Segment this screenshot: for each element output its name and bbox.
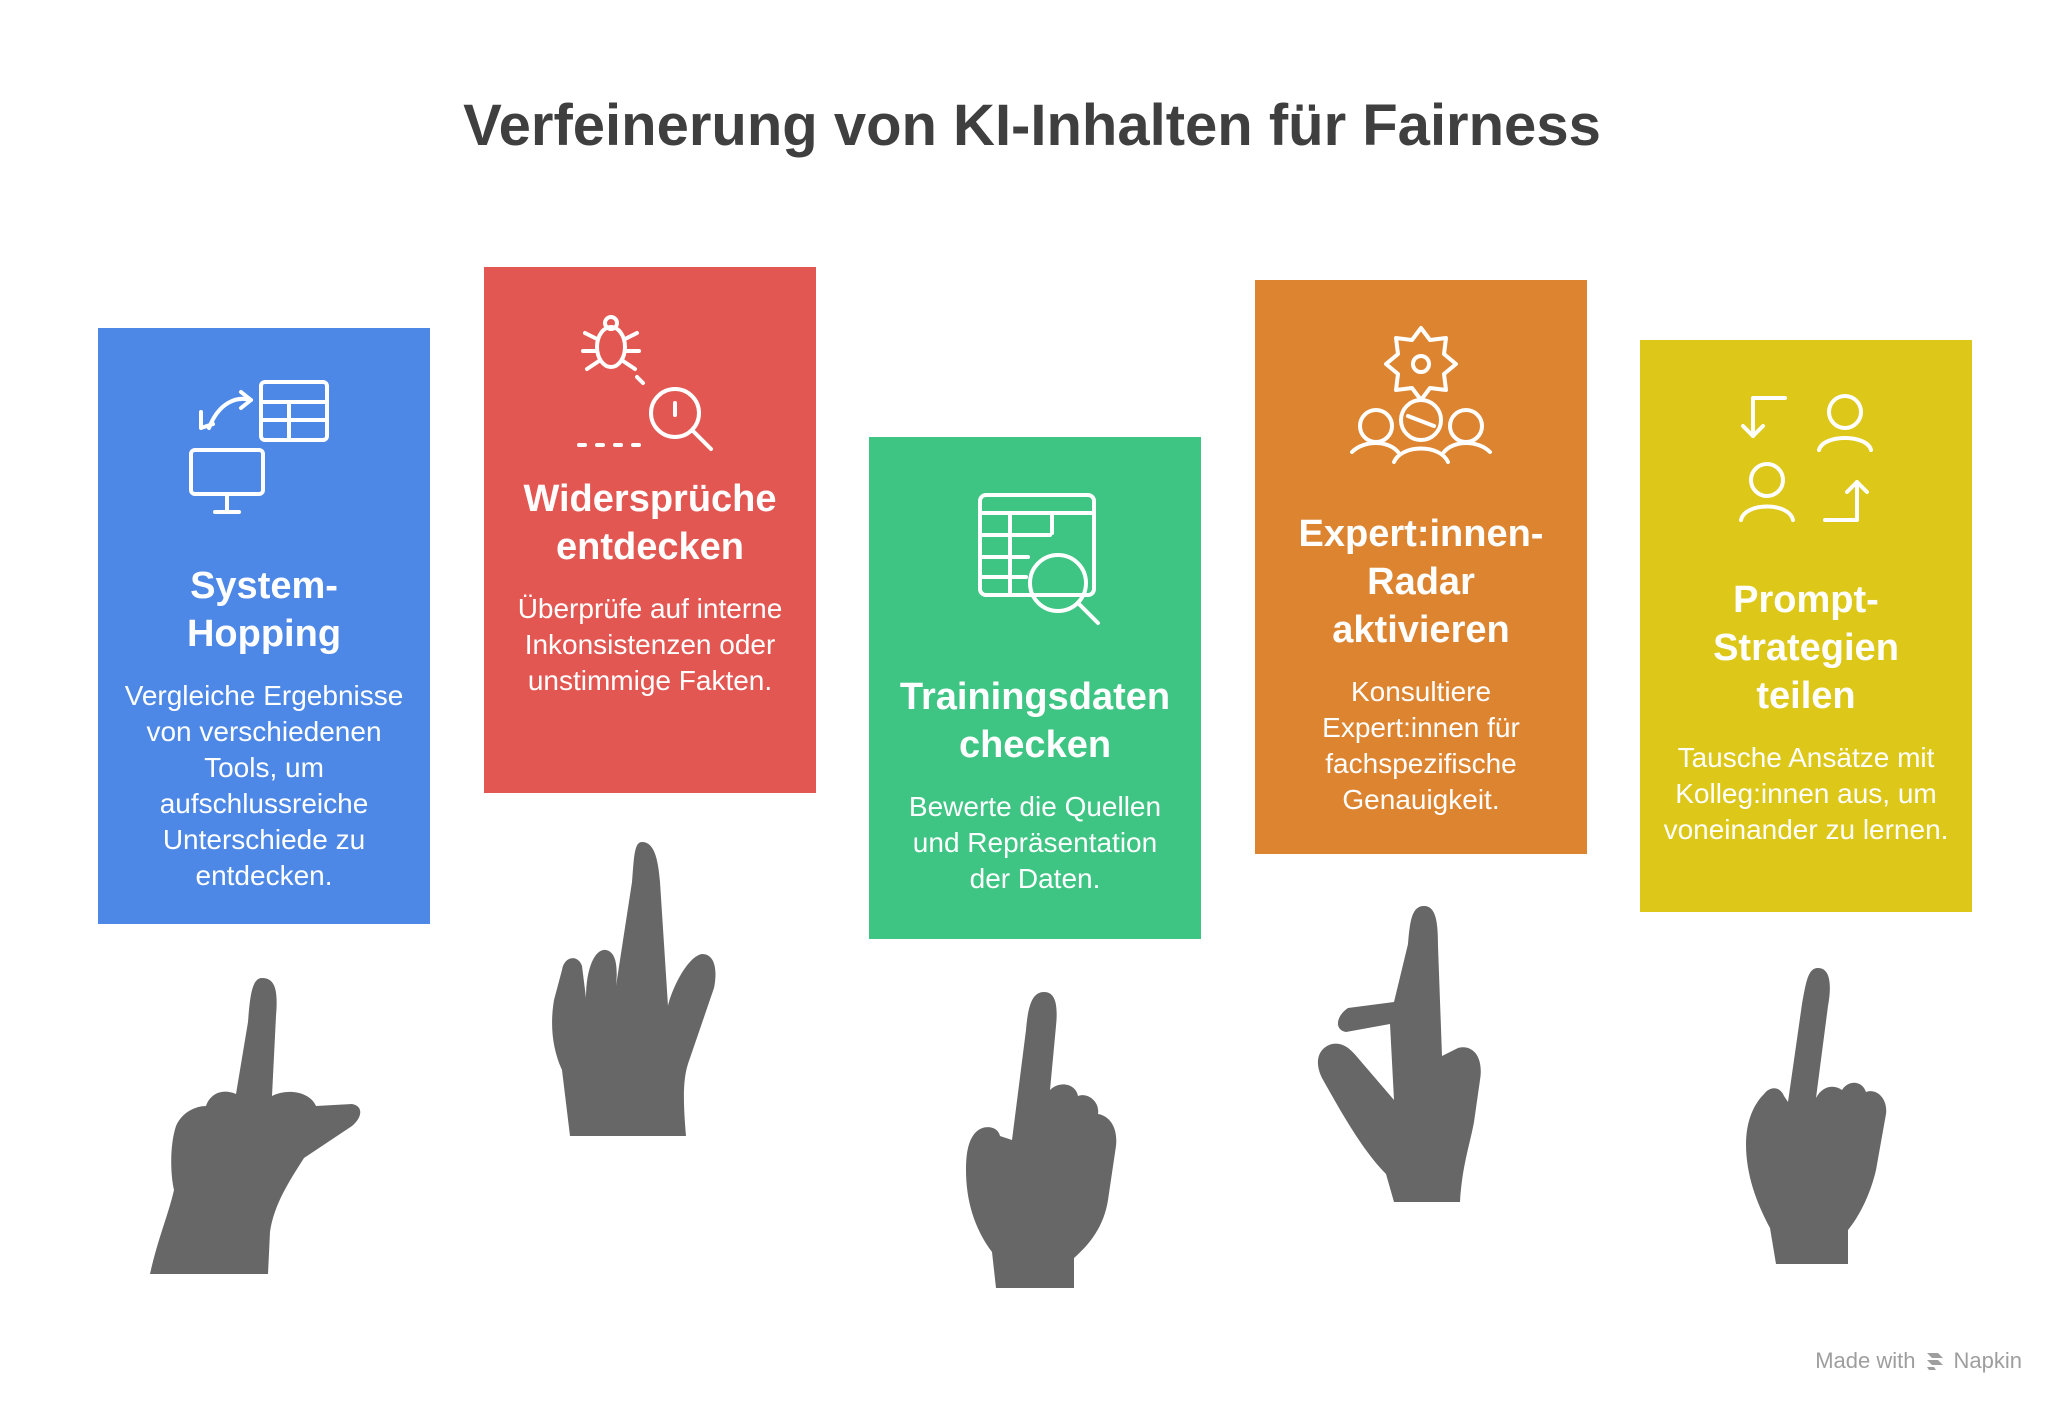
page-title: Verfeinerung von KI-Inhalten für Fairnes… <box>463 93 1601 158</box>
card-expertinnen-radar: Expert:innen- Radar aktivieren Konsultie… <box>1255 280 1587 854</box>
card-system-hopping: System- Hopping Vergleiche Ergebnisse vo… <box>98 328 430 924</box>
pointing-hand-icon <box>1317 906 1481 1202</box>
card-description: Konsultiere Expert:innen für fachspezifi… <box>1322 676 1520 815</box>
card-title: Expert:innen- Radar aktivieren <box>1298 513 1544 651</box>
card-description: Überprüfe auf interne Inkonsistenzen ode… <box>517 593 783 696</box>
pointing-hand-icon <box>1746 968 1887 1264</box>
pointing-hand-icon <box>966 992 1117 1288</box>
card-title: Widersprüche entdecken <box>523 478 777 568</box>
footer-made-with-napkin: Made with Napkin <box>1815 1348 2022 1374</box>
napkin-logo-icon <box>1926 1353 1943 1370</box>
table-search-icon <box>978 493 1100 625</box>
switch-table-monitor-icon <box>189 380 329 514</box>
pointing-hand-icon <box>552 842 716 1136</box>
napkin-brand: Napkin <box>1953 1348 2022 1373</box>
user-exchange-icon <box>1739 394 1873 522</box>
card-description: Bewerte die Quellen und Repräsentation d… <box>908 791 1162 894</box>
card-prompt-strategien: Prompt- Strategien teilen Tausche Ansätz… <box>1640 340 1972 912</box>
made-with-label: Made with <box>1815 1348 1916 1373</box>
card-widersprueche: Widersprüche entdecken Überprüfe auf int… <box>484 267 816 793</box>
card-description: Vergleiche Ergebnisse von verschiedenen … <box>124 680 404 891</box>
card-description: Tausche Ansätze mit Kolleg:innen aus, um… <box>1663 742 1949 845</box>
expert-group-icon <box>1350 326 1492 464</box>
card-title: System- Hopping <box>186 565 342 655</box>
card-trainingsdaten: Trainingsdaten checken Bewerte die Quell… <box>869 437 1201 939</box>
card-title: Prompt- Strategien teilen <box>1713 579 1899 717</box>
bug-search-icon <box>577 315 713 451</box>
pointing-hand-icon <box>150 978 361 1274</box>
card-title: Trainingsdaten checken <box>899 676 1171 766</box>
